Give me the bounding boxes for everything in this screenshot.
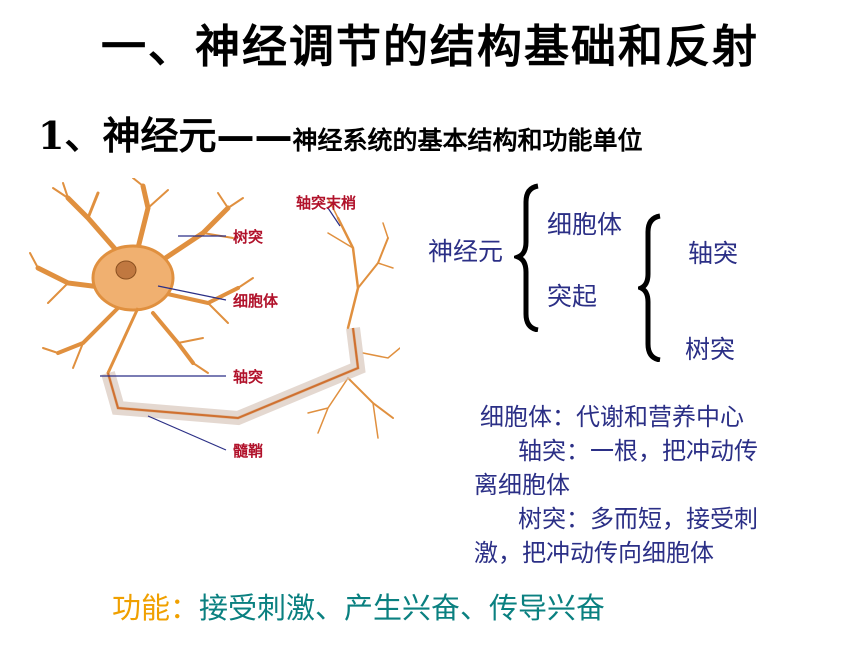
label-cell-body: 细胞体 — [233, 292, 279, 310]
label-axon-terminal: 轴突末梢 — [296, 194, 357, 212]
class-dendrite: 树突 — [685, 335, 736, 364]
function-value: 接受刺激、产生兴奋、传导兴奋 — [199, 591, 606, 625]
desc-line-5: 激，把冲动传向细胞体 — [474, 539, 714, 567]
label-dendrite: 树突 — [233, 228, 264, 246]
heading-subtitle: 神经系统的基本结构和功能单位 — [292, 126, 643, 155]
class-cell-body: 细胞体 — [547, 210, 623, 239]
class-axon: 轴突 — [688, 239, 739, 268]
page-title: 一、神经调节的结构基础和反射 — [100, 20, 759, 73]
function-line: 功能：接受刺激、产生兴奋、传导兴奋 — [112, 585, 605, 627]
neuron-diagram: 树突 细胞体 轴突 髓鞘 轴突末梢 — [28, 177, 401, 478]
right-brace-icon — [638, 213, 661, 362]
class-root: 神经元 — [428, 237, 504, 266]
label-myelin: 髓鞘 — [233, 442, 264, 460]
left-brace-icon — [514, 183, 539, 332]
desc-line-1: 细胞体：代谢和营养中心 — [480, 403, 744, 431]
heading-main: 神经元 — [102, 114, 217, 158]
description-block: 细胞体：代谢和营养中心 轴突：一根，把冲动传 离细胞体 树突：多而短，接受刺 激… — [474, 400, 824, 570]
neuron-illustration — [29, 177, 401, 451]
function-label: 功能： — [112, 591, 200, 625]
desc-line-3: 离细胞体 — [474, 471, 570, 499]
heading-dash: —— — [216, 114, 293, 158]
section-heading: 1、神经元——神经系统的基本结构和功能单位 — [38, 105, 642, 160]
label-axon: 轴突 — [233, 368, 264, 386]
desc-line-4: 树突：多而短，接受刺 — [518, 505, 758, 533]
class-process: 突起 — [547, 282, 598, 311]
desc-line-2: 轴突：一根，把冲动传 — [518, 437, 758, 465]
heading-number: 1、 — [38, 113, 103, 158]
